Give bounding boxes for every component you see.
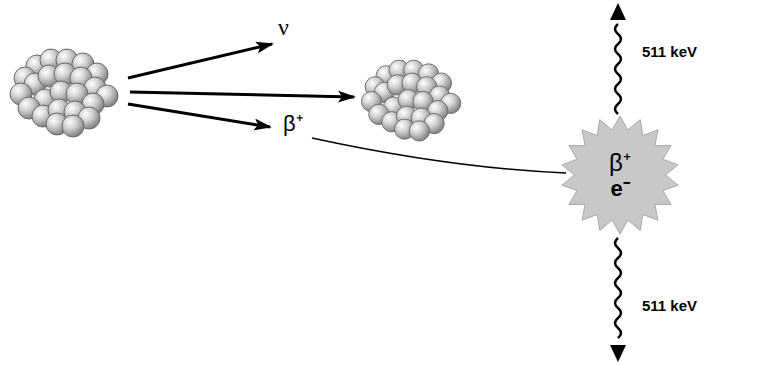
energy-label: 511 keV — [642, 298, 697, 315]
burst-shape — [562, 116, 678, 234]
photon-up — [610, 3, 626, 114]
parent-nucleus — [10, 49, 118, 137]
energy-label: 511 keV — [642, 44, 697, 61]
daughter-nucleus — [361, 60, 460, 141]
neutrino-label: ν — [278, 14, 289, 40]
particle-symbol: e⁻ — [610, 176, 629, 201]
annihilation-burst: β⁺e⁻ — [560, 115, 680, 235]
particle-symbol: β⁺ — [609, 149, 631, 177]
emission-arrows — [128, 44, 354, 127]
positron-path — [312, 138, 566, 173]
positron-label: β⁺ — [283, 112, 303, 136]
burst-content: β⁺e⁻ — [560, 115, 680, 235]
photon-down — [610, 238, 626, 362]
